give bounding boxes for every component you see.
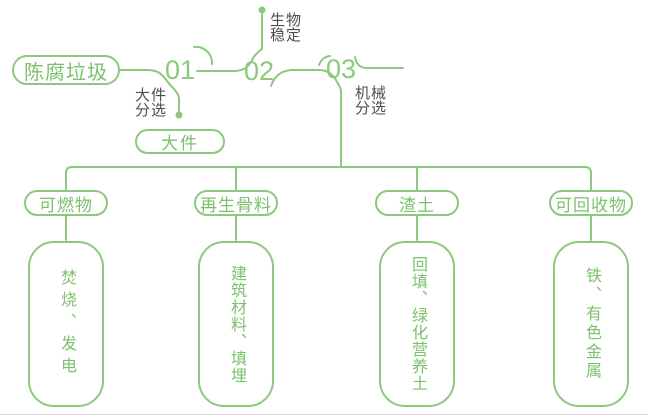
output-combustibles-text: 焚烧、发电 xyxy=(58,269,75,379)
node-recycled-aggregate-label: 再生骨料 xyxy=(200,195,272,215)
bulky-branch-dot xyxy=(175,111,183,119)
node-slag-soil-label: 渣土 xyxy=(399,195,435,215)
bottom-divider xyxy=(0,414,648,415)
node-slag-soil: 渣土 xyxy=(375,190,459,216)
node-source-label: 陈腐垃圾 xyxy=(24,61,108,84)
output-recyclables-text: 铁、有色金属 xyxy=(583,267,600,381)
arc-over-01 xyxy=(193,45,214,65)
line-source-to-01 xyxy=(119,69,180,112)
output-slag-soil-text: 回填、绿化营养土 xyxy=(409,256,426,392)
arc-over-03 xyxy=(318,55,331,66)
node-recycled-aggregate: 再生骨料 xyxy=(194,190,278,216)
output-box-slag-soil: 回填、绿化营养土 xyxy=(379,241,455,407)
node-recyclables: 可回收物 xyxy=(549,190,633,216)
step-number-03: 03 xyxy=(325,54,357,84)
output-box-recycled-aggregate: 建筑材料、填埋 xyxy=(198,241,274,407)
node-bulky-item: 大件 xyxy=(135,129,225,154)
step-label-mechanical-sorting: 机械分选 xyxy=(355,85,388,117)
output-box-recyclables: 铁、有色金属 xyxy=(553,241,629,407)
line-02-to-03 xyxy=(270,69,342,167)
output-recycled-aggregate-text: 建筑材料、填埋 xyxy=(228,264,245,384)
node-bulky-item-label: 大件 xyxy=(161,134,199,153)
node-combustibles: 可燃物 xyxy=(24,190,108,216)
line-01-to-02 xyxy=(196,13,263,72)
node-source: 陈腐垃圾 xyxy=(12,55,120,85)
line-after-03 xyxy=(354,56,404,69)
step-number-01: 01 xyxy=(164,55,196,85)
node-recyclables-label: 可回收物 xyxy=(555,195,627,215)
output-box-combustibles: 焚烧、发电 xyxy=(28,241,104,407)
step-label-bulky-sorting: 大件分选 xyxy=(135,87,168,119)
step-label-bio-stabilization: 生物稳定 xyxy=(270,12,303,44)
distribution-bar xyxy=(65,166,592,193)
step-number-02: 02 xyxy=(243,56,275,86)
bio-branch-dot xyxy=(258,6,266,14)
node-combustibles-label: 可燃物 xyxy=(39,195,93,215)
